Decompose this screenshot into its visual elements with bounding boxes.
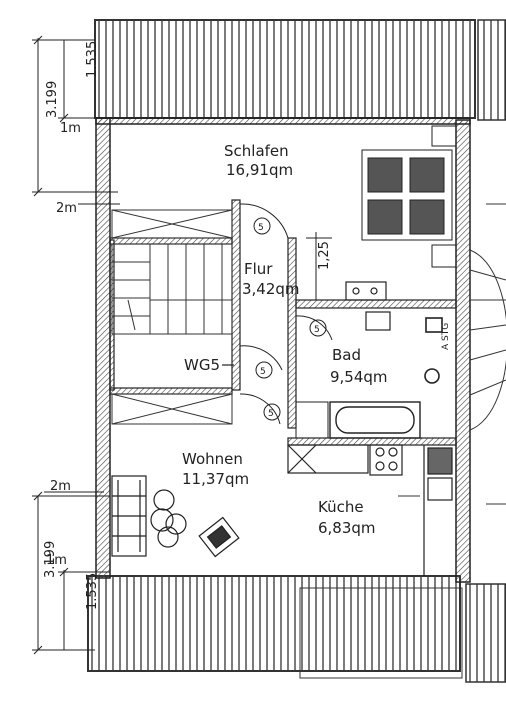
doors	[239, 203, 333, 425]
washbasin	[345, 281, 391, 331]
armchair	[198, 516, 240, 558]
room-area-flur: 3,42qm	[242, 280, 300, 298]
dim-bottom-total: 3.199	[43, 541, 58, 578]
roof-slope-top	[94, 19, 506, 121]
room-name-schlafen: Schlafen	[224, 142, 289, 160]
stair-label: A STG	[441, 323, 451, 350]
door-mark-2: 5	[314, 325, 320, 335]
room-area-wohnen: 11,37qm	[182, 470, 249, 488]
dim-flur-height: 1,25	[317, 241, 332, 270]
bed	[361, 125, 457, 268]
dim-top-lower: 1m	[60, 121, 81, 136]
dimension-lines-bottom	[32, 491, 110, 655]
room-name-flur: Flur	[244, 260, 273, 278]
shower	[295, 401, 329, 439]
roof-slope-bottom	[87, 575, 506, 683]
dim-top-total: 3.199	[45, 81, 60, 118]
staircase	[111, 209, 233, 425]
wc-label: WG5	[184, 356, 220, 374]
dim-bottom-upper: 1m	[46, 553, 67, 568]
sofa	[111, 475, 147, 557]
dimension-lines-top	[32, 35, 120, 205]
dash-markers	[398, 203, 506, 505]
outer-walls	[95, 117, 471, 583]
door-mark-1: 5	[258, 223, 264, 233]
room-area-kueche: 6,83qm	[318, 519, 376, 537]
kitchen-unit	[287, 444, 453, 576]
dim-top-side: 2m	[56, 201, 77, 216]
room-name-kueche: Küche	[318, 498, 364, 516]
room-area-schlafen: 16,91qm	[226, 161, 293, 179]
room-name-wohnen: Wohnen	[182, 450, 243, 468]
dim-bottom-side: 2m	[50, 479, 71, 494]
interior-walls	[109, 199, 457, 446]
dimension-line-flur	[306, 232, 332, 301]
dim-top-upper: 1.535	[85, 41, 100, 78]
spiral-stair	[469, 249, 506, 431]
bathtub	[329, 401, 421, 439]
toilet	[424, 317, 443, 384]
door-marks	[253, 217, 327, 421]
room-area-bad: 9,54qm	[330, 368, 388, 386]
door-mark-4: 5	[268, 409, 274, 419]
table-chairs	[150, 489, 187, 548]
room-name-bad: Bad	[332, 346, 361, 364]
door-mark-3: 5	[260, 367, 266, 377]
dim-bottom-lower: 1.535	[85, 573, 100, 610]
